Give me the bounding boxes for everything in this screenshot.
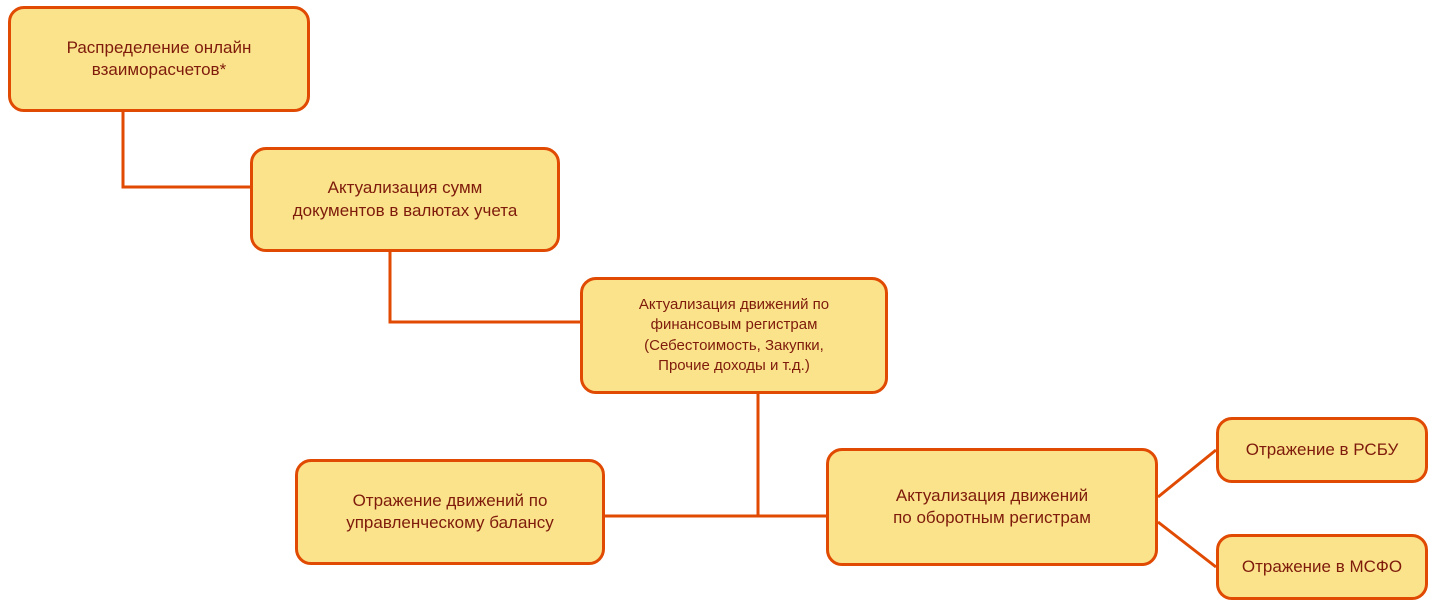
node-actualize-turnover-registers-label: Актуализация движений по оборотным регис… <box>893 485 1091 527</box>
node-rsbu-reflection: Отражение в РСБУ <box>1216 417 1428 483</box>
node-online-settlements: Распределение онлайн взаиморасчетов* <box>8 6 310 112</box>
node-actualize-document-sums: Актуализация сумм документов в валютах у… <box>250 147 560 252</box>
connector-node5-node7 <box>1157 520 1217 569</box>
node-actualize-document-sums-label: Актуализация сумм документов в валютах у… <box>292 178 518 220</box>
connector-node2-node3 <box>388 252 580 324</box>
node-management-balance-label: Отражение движений по управленческому ба… <box>346 490 554 532</box>
node-actualize-financial-registers-label: Актуализация движений по финансовым реги… <box>638 296 830 374</box>
node-actualize-turnover-registers: Актуализация движений по оборотным регис… <box>826 448 1158 566</box>
node-online-settlements-label: Распределение онлайн взаиморасчетов* <box>66 37 252 79</box>
connector-node1-node2 <box>121 111 250 189</box>
connector-node5-node6 <box>1157 448 1217 499</box>
node-management-balance: Отражение движений по управленческому ба… <box>295 459 605 565</box>
node-rsbu-reflection-label: Отражение в РСБУ <box>1245 439 1399 459</box>
node-actualize-financial-registers: Актуализация движений по финансовым реги… <box>580 277 888 394</box>
node-msfo-reflection-label: Отражение в МСФО <box>1241 556 1403 576</box>
node-msfo-reflection: Отражение в МСФО <box>1216 534 1428 600</box>
